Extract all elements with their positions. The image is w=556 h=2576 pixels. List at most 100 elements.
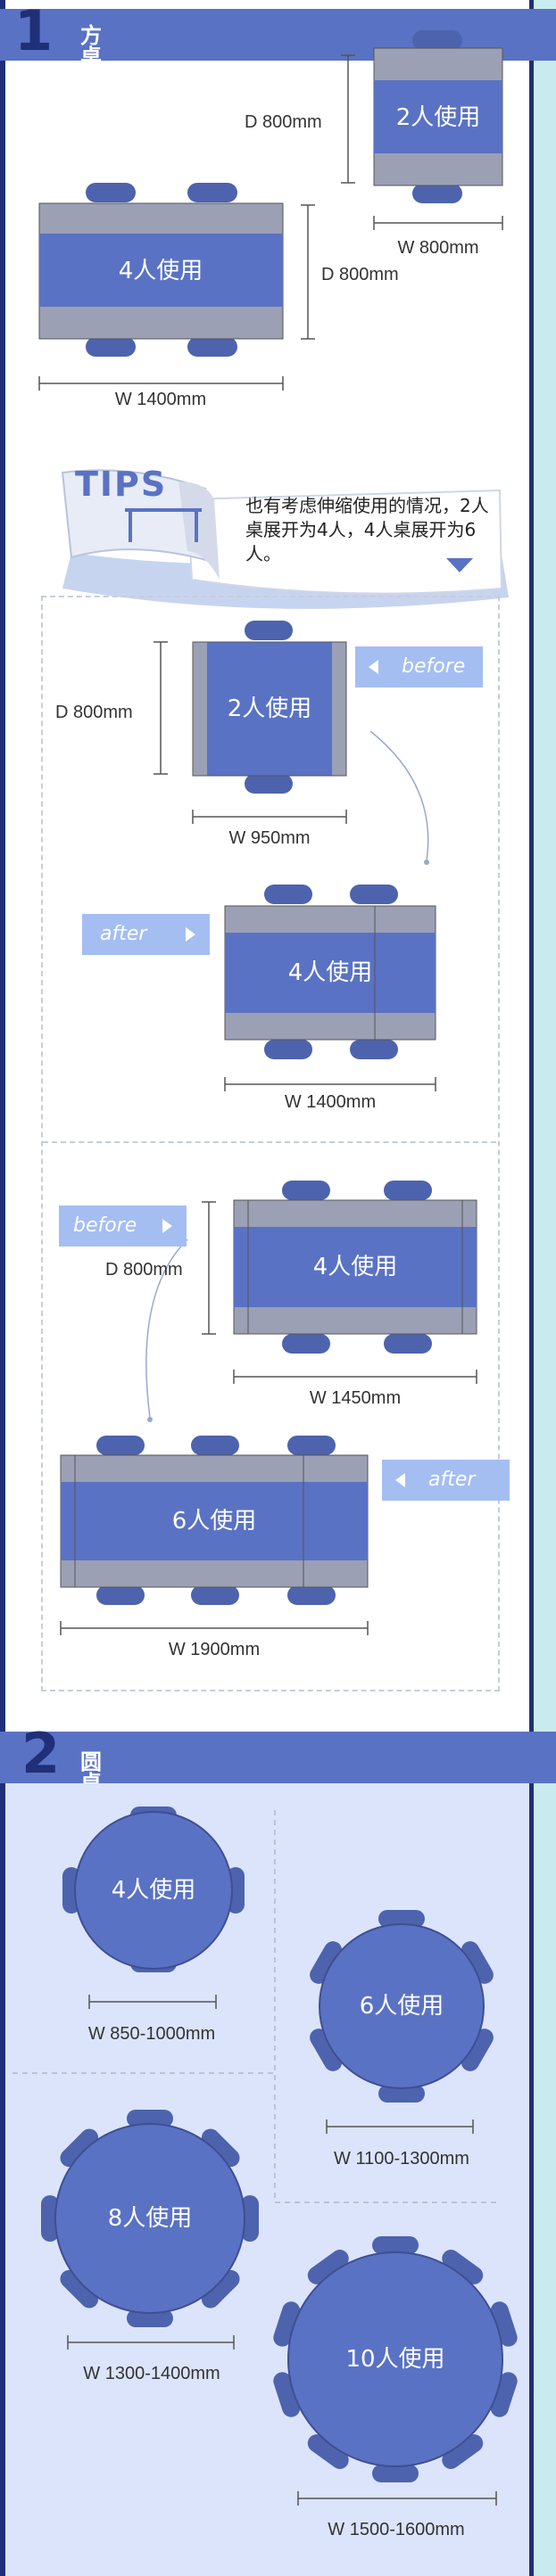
depth-label: D 800mm bbox=[321, 265, 399, 284]
chair bbox=[372, 2465, 419, 2482]
table-top bbox=[319, 1923, 485, 2089]
width-label: W 1100-1300mm bbox=[334, 2149, 469, 2169]
after-tag-text: after bbox=[428, 1469, 476, 1491]
after-tag-text: after bbox=[100, 923, 147, 945]
before-tag: before bbox=[59, 1206, 187, 1247]
width-label: W 1300-1400mm bbox=[83, 2364, 220, 2383]
chair bbox=[191, 1436, 239, 1455]
chair bbox=[350, 1040, 398, 1059]
extension-b-diagram bbox=[60, 1181, 477, 1635]
depth-label: D 800mm bbox=[245, 112, 322, 132]
chair bbox=[378, 2085, 425, 2103]
chair bbox=[127, 2309, 173, 2327]
section-header-round bbox=[0, 1732, 556, 1783]
table-icon bbox=[125, 508, 202, 542]
table-label: 10人使用 bbox=[345, 2346, 445, 2373]
chair bbox=[201, 2269, 240, 2309]
chair bbox=[282, 1181, 330, 1200]
chair bbox=[264, 885, 312, 904]
before-tag: before bbox=[355, 646, 483, 687]
chair bbox=[60, 2269, 99, 2309]
chair bbox=[201, 2128, 240, 2168]
chair bbox=[60, 2128, 99, 2168]
chair bbox=[86, 337, 136, 357]
table-center bbox=[374, 80, 502, 153]
table-top bbox=[74, 1811, 233, 1970]
chair bbox=[490, 2372, 518, 2417]
width-label: W 1450mm bbox=[309, 1388, 402, 1408]
round-table-4 bbox=[62, 1806, 245, 2009]
chair bbox=[245, 774, 293, 794]
chair bbox=[384, 1181, 432, 1200]
square-table-4-diagram bbox=[38, 183, 315, 391]
chair bbox=[384, 1334, 432, 1354]
table-label: 4人使用 bbox=[111, 1877, 196, 1904]
square-table-2-diagram bbox=[341, 30, 503, 230]
round-table-10 bbox=[273, 2236, 518, 2506]
arrow-left-icon bbox=[369, 660, 378, 674]
chair bbox=[187, 183, 237, 202]
round-table-8 bbox=[41, 2110, 259, 2350]
table-label: 8人使用 bbox=[107, 2205, 193, 2232]
chair bbox=[191, 1585, 239, 1605]
chair bbox=[442, 2434, 484, 2469]
chair bbox=[310, 1941, 343, 1984]
depth-label: D 800mm bbox=[55, 703, 133, 722]
chair bbox=[127, 2110, 173, 2127]
section-number: 1 bbox=[14, 0, 54, 63]
chair bbox=[307, 2434, 349, 2469]
chair bbox=[461, 1941, 494, 1984]
width-label: W 950mm bbox=[228, 828, 311, 848]
chair bbox=[310, 2029, 343, 2071]
table-center bbox=[61, 1482, 368, 1560]
chair bbox=[287, 1585, 336, 1605]
width-label: W 1900mm bbox=[168, 1640, 261, 1659]
table-label: 6人使用 bbox=[359, 1993, 444, 2020]
tips-badge: TIPS bbox=[75, 465, 168, 504]
table-label: 4人使用 bbox=[287, 959, 373, 986]
triangle-icon bbox=[446, 558, 473, 572]
chair bbox=[96, 1436, 145, 1455]
table-label: 6人使用 bbox=[171, 1508, 257, 1535]
arrow-left-icon bbox=[395, 1473, 405, 1487]
table-top bbox=[54, 2123, 245, 2314]
before-tag-text: before bbox=[402, 655, 466, 678]
before-tag-text: before bbox=[73, 1214, 137, 1237]
chair bbox=[378, 1910, 425, 1928]
table-label: 4人使用 bbox=[312, 1254, 398, 1280]
table-center bbox=[207, 642, 332, 776]
tips-banner bbox=[61, 469, 509, 609]
right-side-band bbox=[533, 0, 556, 2576]
chair bbox=[41, 2195, 59, 2242]
chair bbox=[461, 2029, 494, 2071]
table-label: 2人使用 bbox=[395, 104, 481, 131]
after-tag: after bbox=[82, 914, 210, 955]
round-table-6 bbox=[310, 1910, 494, 2134]
tips-text: 也有考虑伸缩使用的情况，2人桌展开为4人，4人桌展开为6人。 bbox=[245, 495, 489, 564]
dimension-lines bbox=[341, 54, 503, 230]
chair bbox=[96, 1585, 145, 1605]
chair bbox=[350, 885, 398, 904]
width-label: W 1400mm bbox=[114, 390, 207, 409]
table-center bbox=[234, 1227, 477, 1307]
chair bbox=[187, 337, 237, 357]
chair bbox=[273, 2301, 301, 2347]
chair bbox=[412, 30, 462, 50]
left-border bbox=[0, 0, 5, 2576]
depth-label: D 800mm bbox=[105, 1260, 183, 1280]
table-center bbox=[225, 933, 436, 1013]
dividers bbox=[12, 1810, 500, 2203]
right-border bbox=[529, 0, 534, 2576]
extension-a-diagram bbox=[154, 621, 436, 1091]
chair bbox=[264, 1040, 312, 1059]
chair bbox=[86, 183, 136, 202]
after-tag: after bbox=[382, 1460, 510, 1501]
extension-divider bbox=[43, 1141, 496, 1143]
table-top bbox=[287, 2251, 503, 2467]
transition-arrow bbox=[145, 1239, 188, 1419]
chair bbox=[241, 2195, 259, 2242]
chair bbox=[442, 2250, 484, 2284]
chair bbox=[273, 2372, 301, 2417]
chair bbox=[287, 1436, 336, 1455]
arrow-right-icon bbox=[162, 1219, 172, 1233]
